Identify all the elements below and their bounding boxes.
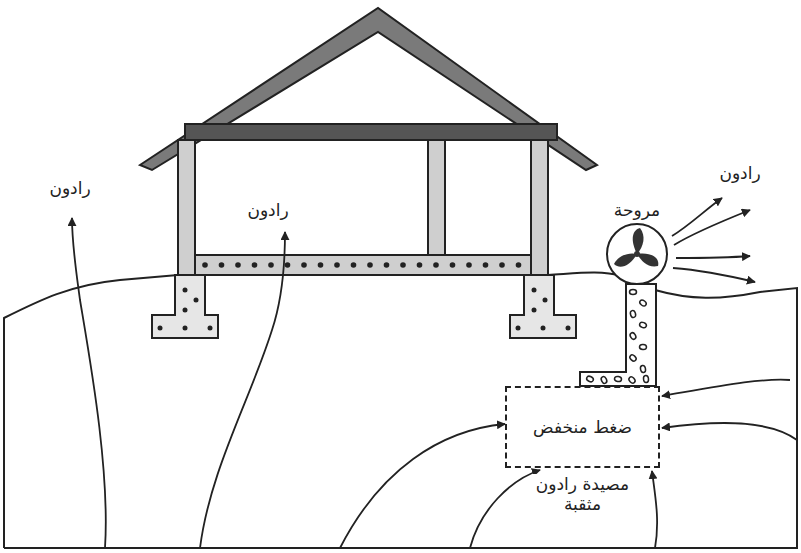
slab-dot (334, 262, 340, 268)
gravel-stone (643, 375, 649, 382)
ground-line (4, 272, 797, 548)
slab-dot (202, 262, 208, 268)
gravel-stone (639, 321, 647, 328)
column (178, 140, 195, 275)
gravel-stone (629, 354, 638, 362)
radon-label: رادون (717, 163, 762, 183)
slab-dot (219, 262, 225, 268)
footing (152, 275, 218, 338)
radon-flow-arrows (72, 218, 797, 548)
slab-dot (417, 262, 423, 268)
fan-housing (607, 224, 667, 284)
slab-dot (252, 262, 258, 268)
slab-dot (318, 262, 324, 268)
footing-bolts (158, 288, 571, 331)
gravel-stone (640, 365, 646, 373)
fan-node: مروحة (607, 224, 667, 284)
fan-blades (614, 228, 658, 267)
gravel-stone (630, 310, 637, 318)
radon-label: رادون (47, 178, 92, 198)
trap-label: مصيدة رادون مثقبة (533, 474, 633, 515)
fan-label: مروحة (614, 200, 660, 220)
slab-dot (351, 262, 357, 268)
slab-dot (483, 262, 489, 268)
slab-dot (466, 262, 472, 268)
gravel (586, 290, 649, 385)
slab-dot (301, 262, 307, 268)
pressure-label: ضغط منخفض (533, 417, 633, 437)
gravel-stone (639, 344, 646, 350)
exhaust-arrows (672, 198, 755, 282)
vent-pipe (580, 284, 656, 386)
slab-dot (499, 262, 505, 268)
floor-slab (195, 255, 531, 275)
slab-dot (367, 262, 373, 268)
gravel-stone (600, 376, 608, 385)
ceiling-beam (185, 124, 557, 140)
slab-dot (235, 262, 241, 268)
gravel-stone (586, 375, 594, 383)
footing (510, 275, 576, 338)
slab-dot (400, 262, 406, 268)
slab-dot (516, 262, 522, 268)
column (428, 140, 445, 255)
slab-dot (450, 262, 456, 268)
radon-trap-box: ضغط منخفضمصيدة رادون مثقبة (505, 386, 660, 468)
gravel-stone (630, 290, 637, 295)
gravel-stone (614, 376, 622, 382)
gravel-stone (629, 332, 637, 341)
slab-dot (433, 262, 439, 268)
gravel-stone (628, 376, 636, 385)
slab-dot (268, 262, 274, 268)
slab-dot (384, 262, 390, 268)
radon-label: رادون (245, 200, 290, 220)
gravel-stone (639, 299, 648, 307)
slab-dot (285, 262, 291, 268)
roof (140, 8, 597, 170)
column (531, 140, 548, 275)
slab-dots (202, 262, 521, 268)
